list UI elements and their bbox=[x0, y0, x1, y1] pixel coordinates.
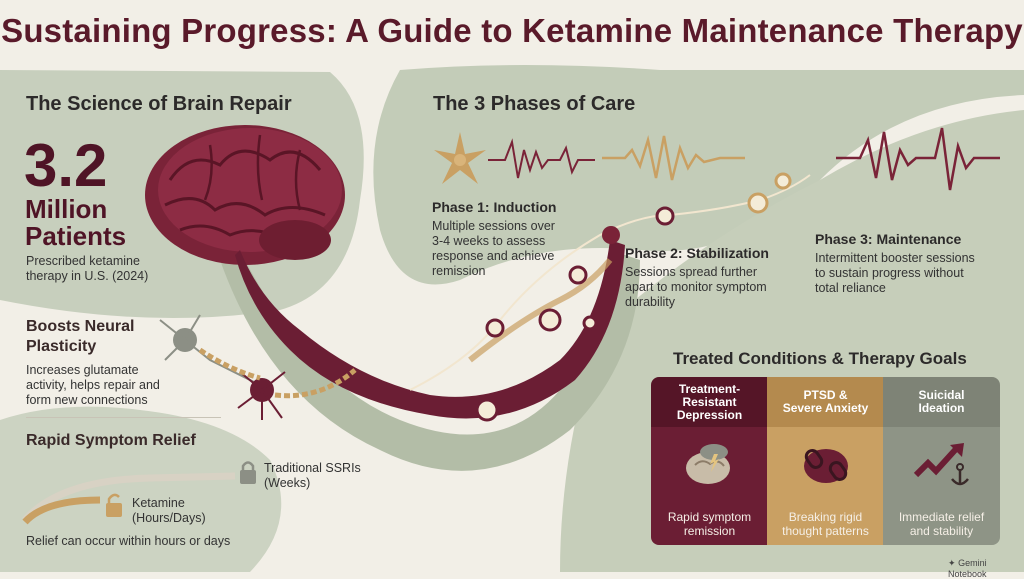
science-heading: The Science of Brain Repair bbox=[26, 93, 292, 115]
relief-caption: Relief can occur within hours or days bbox=[26, 534, 231, 548]
anchor-rising-arrow-icon bbox=[913, 443, 969, 486]
lock-icon-ssri bbox=[240, 461, 256, 484]
phase-3-desc-line3: total reliance bbox=[815, 281, 886, 295]
condition-depression: Treatment- Resistant Depression Rapid sy… bbox=[651, 377, 768, 545]
condition-depression-head: Treatment- Resistant Depression bbox=[651, 377, 768, 427]
stat-number: 3.2 bbox=[24, 132, 108, 199]
broken-chain-brain-icon bbox=[803, 449, 848, 483]
waveform-stabilization bbox=[602, 135, 745, 181]
footer-brand: ✦ Gemini Notebook bbox=[948, 558, 987, 579]
phase-1-desc-line2: 3-4 weeks to assess bbox=[432, 234, 546, 248]
relief-heading: Rapid Symptom Relief bbox=[26, 432, 196, 449]
condition-ptsd-head: PTSD & Severe Anxiety bbox=[767, 377, 884, 427]
plasticity-desc-line2: activity, helps repair and bbox=[26, 378, 160, 392]
ssri-label-line1: Traditional SSRIs bbox=[264, 461, 361, 475]
plasticity-heading-line2: Plasticity bbox=[26, 338, 97, 355]
phase-2-desc-line2: apart to monitor symptom bbox=[625, 280, 767, 294]
conditions-heading: Treated Conditions & Therapy Goals bbox=[673, 349, 967, 368]
waveform-induction bbox=[488, 138, 595, 179]
neuron-icon-gray bbox=[159, 314, 261, 386]
section-divider bbox=[26, 417, 221, 418]
brain-storm-icon bbox=[685, 444, 730, 484]
stat-line1: Million bbox=[25, 194, 108, 224]
phase-2-desc-line1: Sessions spread further bbox=[625, 265, 758, 279]
ssri-label-line2: (Weeks) bbox=[264, 476, 311, 490]
phase-1-desc-line1: Multiple sessions over bbox=[432, 219, 555, 233]
condition-suicidal-goal: Immediate relief and stability bbox=[883, 503, 1000, 545]
phases-heading: The 3 Phases of Care bbox=[433, 93, 636, 115]
stat-desc-line2: therapy in U.S. (2024) bbox=[26, 269, 149, 283]
phase-3-desc-line2: to sustain progress without bbox=[815, 266, 964, 280]
ketamine-label-line1: Ketamine bbox=[132, 496, 185, 510]
conditions-panel: Treatment- Resistant Depression Rapid sy… bbox=[651, 377, 1000, 545]
phase-2-desc-line3: durability bbox=[625, 295, 676, 309]
phase-3: Phase 3: Maintenance Intermittent booste… bbox=[815, 231, 1015, 296]
waveform-maintenance bbox=[836, 127, 1000, 191]
brain-stem-shadow bbox=[220, 230, 640, 471]
condition-suicidal: Suicidal Ideation Immediate relief and s… bbox=[883, 377, 1000, 545]
phase-2-title: Phase 2: Stabilization bbox=[625, 245, 769, 261]
phase-1-desc-line3: response and achieve bbox=[432, 249, 555, 263]
ketamine-label-line2: (Hours/Days) bbox=[132, 511, 206, 525]
condition-ptsd: PTSD & Severe Anxiety Breaking rigid tho… bbox=[767, 377, 884, 545]
plasticity-heading-line1: Boosts Neural bbox=[26, 318, 135, 335]
starburst-icon bbox=[434, 132, 486, 184]
page-title: Sustaining Progress: A Guide to Ketamine… bbox=[1, 12, 1023, 49]
ketamine-curve bbox=[22, 496, 101, 525]
unlock-icon-ketamine bbox=[106, 493, 122, 517]
stat-line2: Patients bbox=[25, 221, 127, 251]
phase-2: Phase 2: Stabilization Sessions spread f… bbox=[625, 245, 805, 310]
phase-1-title: Phase 1: Induction bbox=[432, 199, 557, 215]
neuron-icon-maroon bbox=[198, 347, 357, 420]
phase-nodes bbox=[475, 172, 792, 422]
condition-suicidal-head: Suicidal Ideation bbox=[883, 377, 1000, 427]
phase-3-title: Phase 3: Maintenance bbox=[815, 231, 962, 247]
brain-icon bbox=[145, 125, 625, 419]
sage-blob-bottom-left bbox=[0, 406, 282, 572]
phase-3-desc-line1: Intermittent booster sessions bbox=[815, 251, 975, 265]
plasticity-desc-line1: Increases glutamate bbox=[26, 363, 139, 377]
phase-pathway-gold bbox=[468, 258, 613, 363]
phase-1: Phase 1: Induction Multiple sessions ove… bbox=[432, 199, 612, 279]
phase-1-desc-line4: remission bbox=[432, 264, 486, 278]
stat-desc-line1: Prescribed ketamine bbox=[26, 254, 140, 268]
plasticity-desc-line3: form new connections bbox=[26, 393, 148, 407]
sparkle-icon: ✦ bbox=[948, 558, 956, 568]
condition-ptsd-goal: Breaking rigid thought patterns bbox=[767, 503, 884, 545]
sage-blob-top bbox=[373, 65, 1024, 285]
condition-depression-goal: Rapid symptom remission bbox=[651, 503, 768, 545]
